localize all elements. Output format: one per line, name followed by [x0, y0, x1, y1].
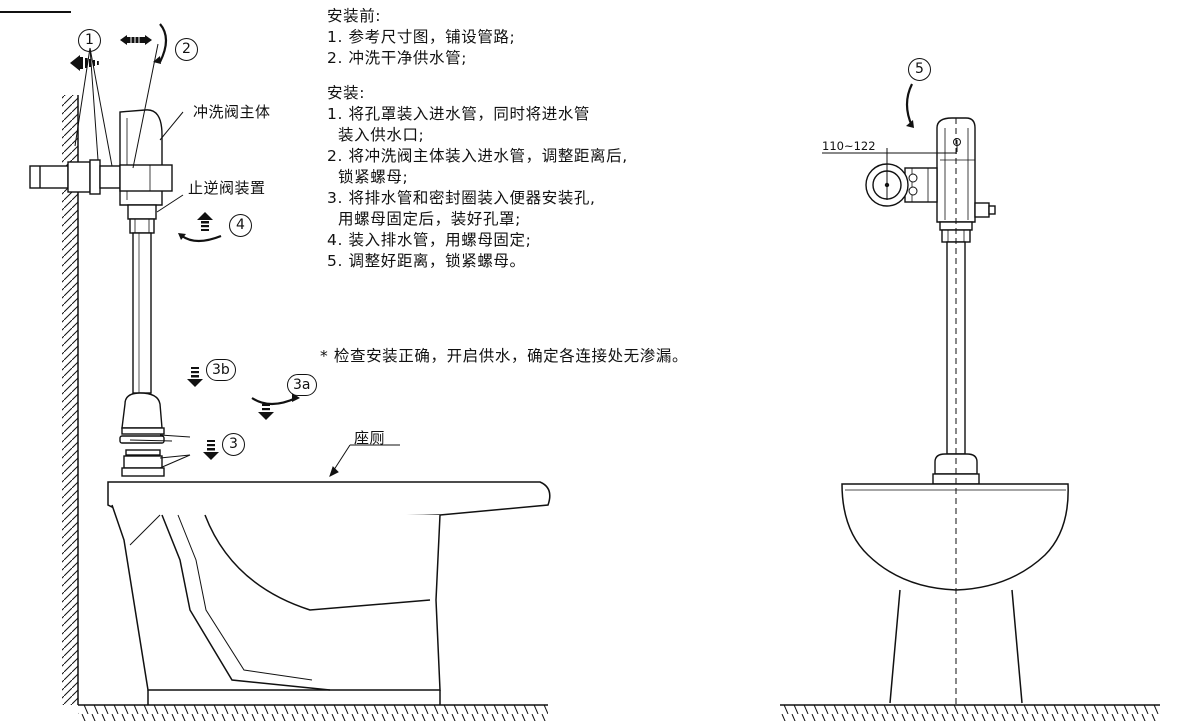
step-marker-4: 4 [229, 214, 252, 237]
arrow-down-icon [187, 367, 203, 387]
dimension-line [822, 140, 958, 200]
step-marker-3b: 3b [206, 359, 236, 381]
instructions-install-step: 4. 装入排水管，用螺母固定; [327, 231, 532, 249]
arrow-down-icon [203, 440, 219, 460]
step-marker-3: 3 [222, 433, 245, 456]
step-marker-3a: 3a [287, 374, 317, 396]
dimension-label: 110~122 [822, 139, 876, 153]
right-floor [780, 704, 1160, 721]
check-valve-label: 止逆阀装置 [188, 179, 266, 197]
toilet-label: 座厕 [354, 429, 386, 447]
instructions-before-step: 1. 参考尺寸图，铺设管路; [327, 28, 516, 46]
instructions-install-step: 3. 将排水管和密封圈装入便器安装孔, [327, 189, 596, 207]
left-wall [62, 95, 79, 705]
instructions-install-step: 锁紧螺母; [327, 168, 409, 186]
rotate-icon [153, 23, 168, 64]
arrow-up-icon [178, 212, 222, 243]
step-marker-2: 2 [175, 38, 198, 61]
instructions-before-step: 2. 冲洗干净供水管; [327, 49, 468, 67]
arrow-down-icon [251, 393, 300, 420]
arrow-double-horizontal-icon [120, 35, 152, 45]
supply-inlet [29, 159, 123, 195]
instructions-install-step: 装入供水口; [327, 126, 425, 144]
instructions-install-step: 2. 将冲洗阀主体装入进水管，调整距离后, [327, 147, 628, 165]
toilet-side-view [107, 481, 551, 705]
instructions-install-step: 5. 调整好距离，锁紧螺母。 [327, 252, 526, 270]
left-pipe-coupling [119, 392, 165, 477]
toilet-front-view [841, 483, 1069, 704]
valve-body-label: 冲洗阀主体 [193, 103, 271, 121]
instructions-install-step: 用螺母固定后，装好孔罩; [327, 210, 521, 228]
right-supply-inlet [865, 163, 938, 207]
left-flush-pipe [132, 232, 152, 394]
step-marker-1: 1 [78, 29, 101, 52]
left-floor [78, 704, 548, 721]
step-marker-5: 5 [908, 58, 931, 81]
rotate-icon [905, 83, 914, 128]
instructions-note: * 检查安装正确，开启供水，确定各连接处无渗漏。 [320, 347, 689, 365]
instructions-before-title: 安装前: [327, 7, 382, 25]
left-flush-valve [119, 109, 173, 234]
instructions-install-title: 安装: [327, 84, 366, 102]
instructions-install-step: 1. 将孔罩装入进水管，同时将进水管 [327, 105, 591, 123]
arrow-left-icon [70, 55, 99, 71]
right-flush-valve [936, 117, 996, 243]
leader-lines [74, 43, 400, 477]
